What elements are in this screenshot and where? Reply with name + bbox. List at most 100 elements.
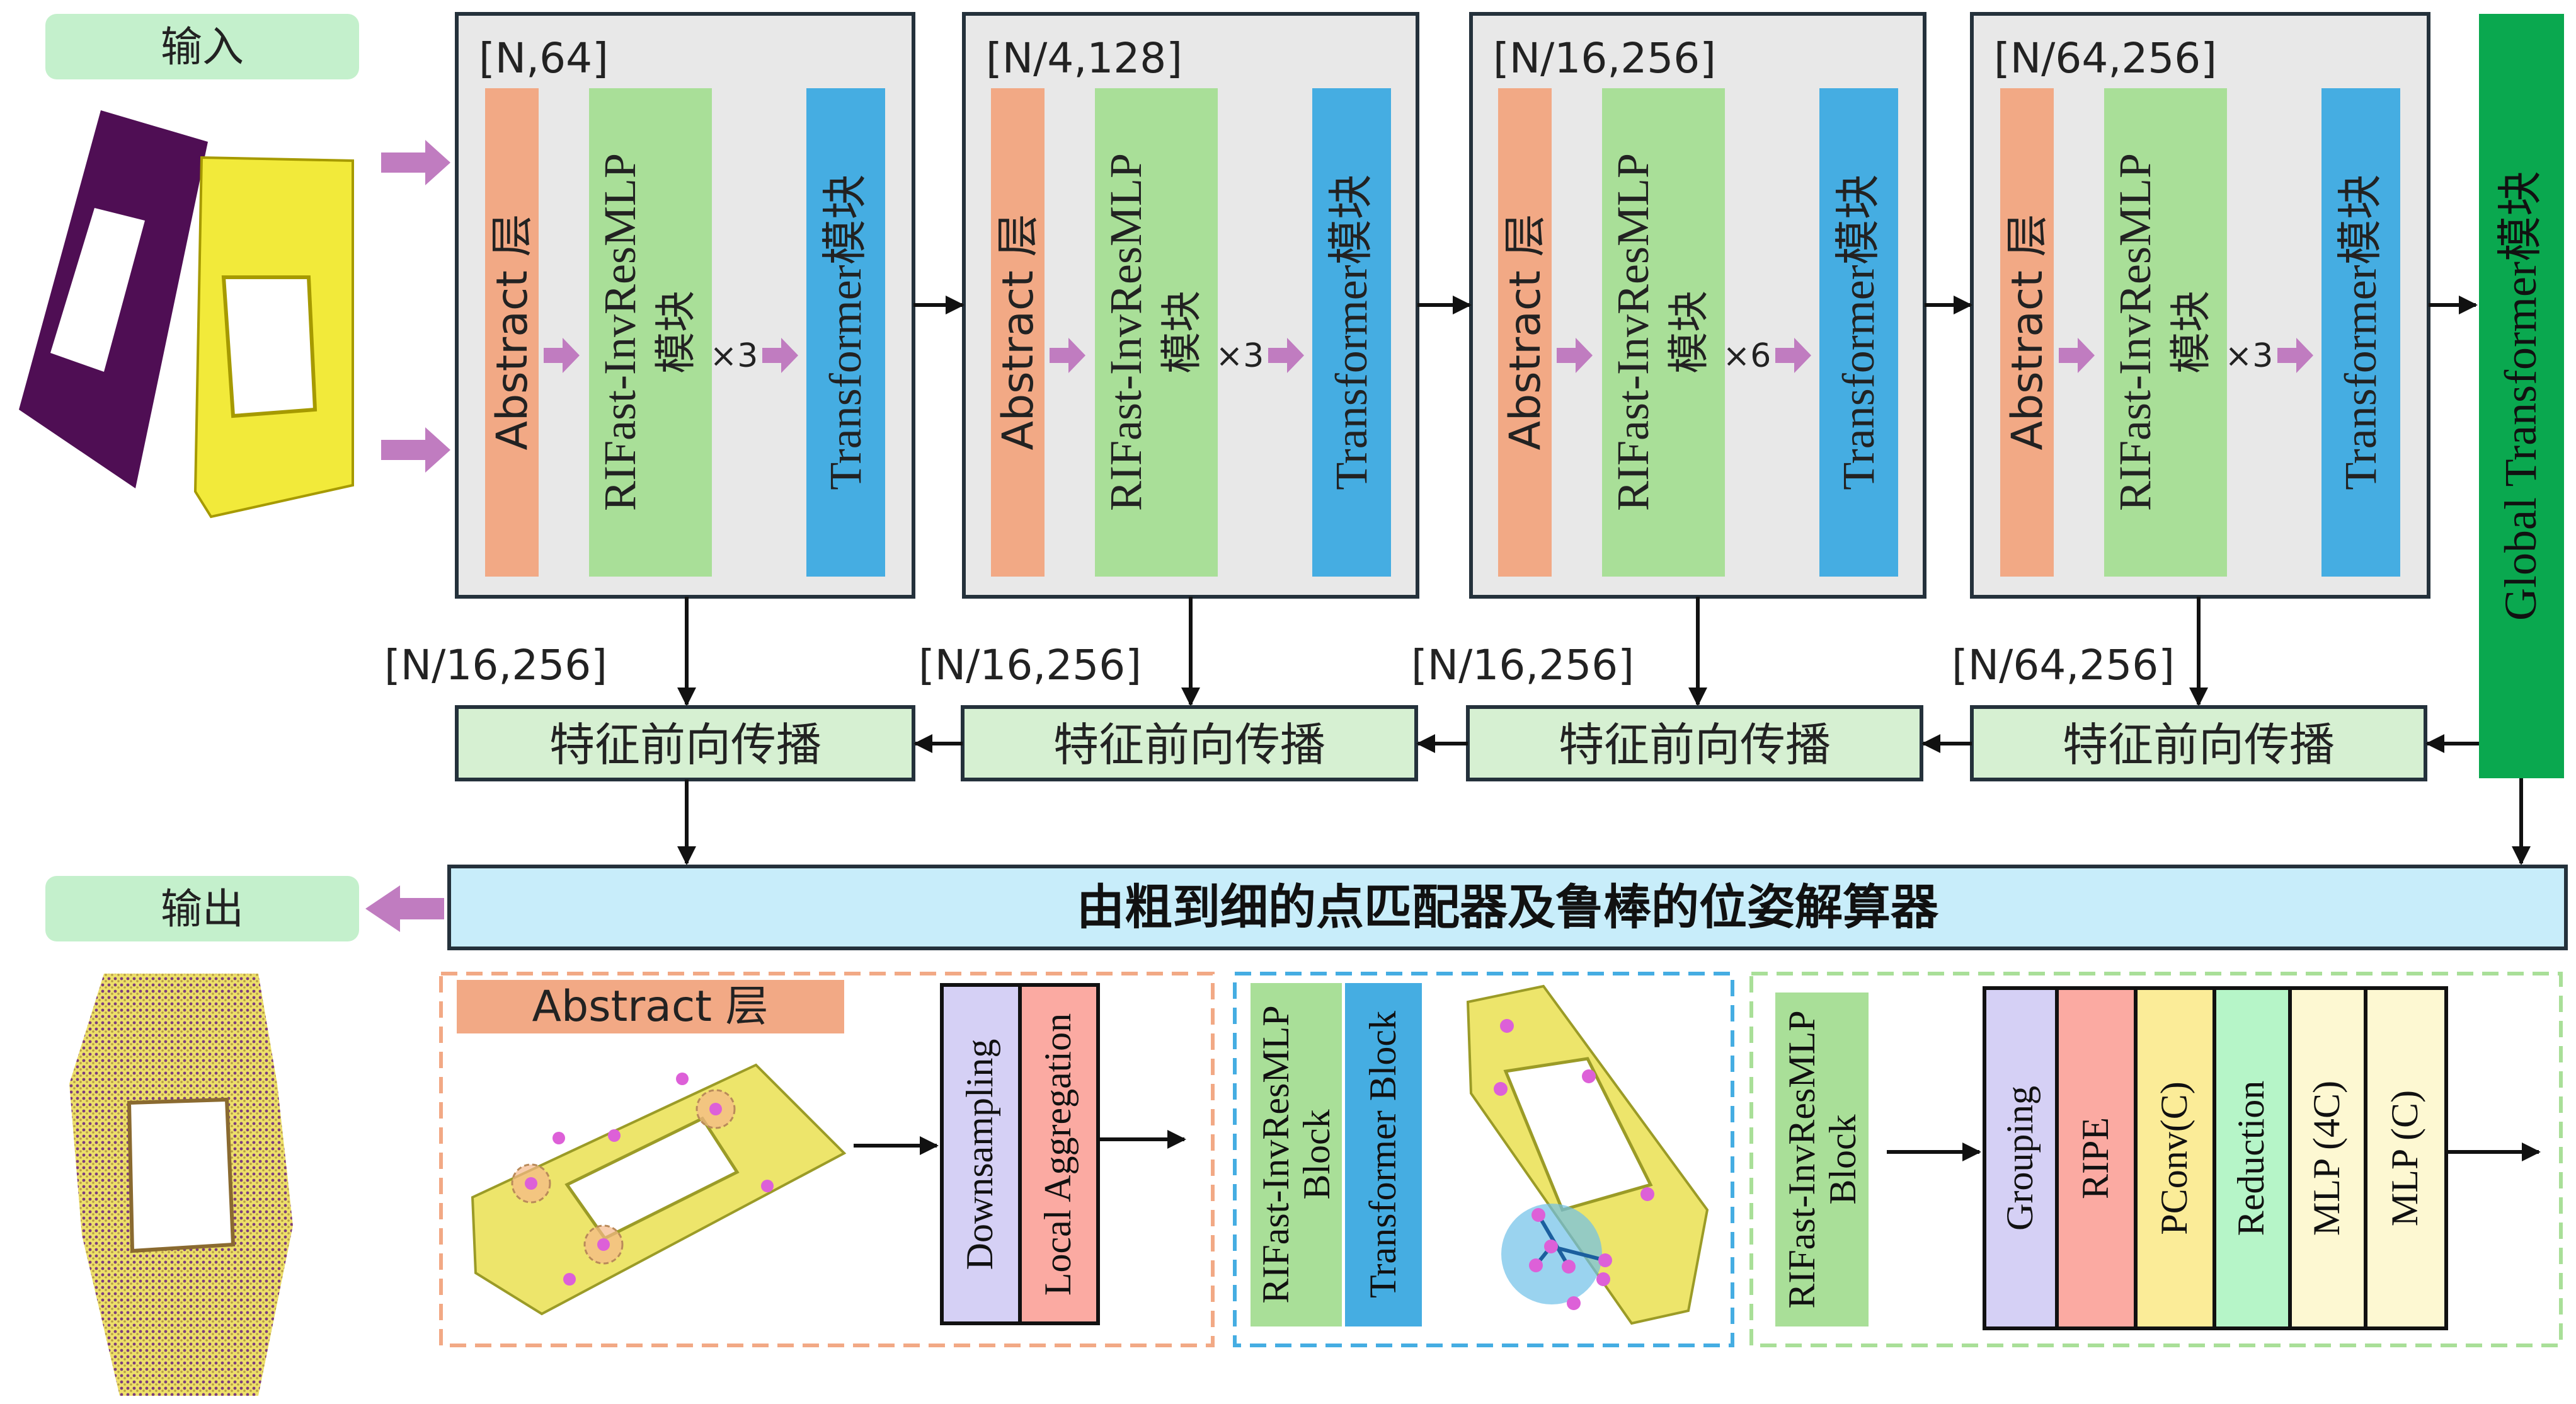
stage-arrow-a — [544, 338, 580, 373]
neighborhood-point-cloud-image — [1466, 984, 1709, 1325]
encoder-stage-2: [N/4,128] Abstract 层 RIFast-InvResMLP 模块… — [962, 12, 1419, 599]
abstract-point-cloud-image — [471, 1063, 847, 1316]
transformer-module-label: Transformer模块 — [820, 174, 871, 490]
rifast-module-sublabel: 模块 — [651, 291, 700, 374]
abstract-layer — [2000, 88, 2054, 577]
transformer-module — [1312, 88, 1391, 577]
feature-propagation-1 — [455, 705, 915, 781]
reduction-layer — [2212, 986, 2292, 1330]
matcher-solver-bar — [447, 865, 2568, 950]
detail-transformer-label: Transformer Block — [1362, 1011, 1404, 1298]
stage-arrow-b — [1775, 338, 1811, 373]
detail-rifast-label-2: Block — [1296, 1109, 1337, 1199]
mlp-c-layer — [2364, 986, 2448, 1330]
rifast-module — [1095, 88, 1218, 577]
global-transformer-module — [2479, 14, 2564, 778]
detail-abstract-title-box — [457, 980, 844, 1033]
transformer-module-label: Transformer模块 — [2335, 174, 2386, 490]
output-label: 输出 — [161, 885, 244, 933]
transformer-module — [806, 88, 885, 577]
rifast-block-summary — [1775, 993, 1869, 1326]
fp-dims-3: [N/16,256] — [1411, 641, 1634, 689]
rifast-module-sublabel: 模块 — [1157, 291, 1206, 374]
ripe-layer — [2055, 986, 2138, 1330]
mlp-4c-layer — [2288, 986, 2367, 1330]
rifast-module — [1602, 88, 1725, 577]
stage-dims: [N/16,256] — [1493, 34, 1716, 83]
fp-label: 特征前向传播 — [1053, 718, 1325, 771]
rifast-module — [589, 88, 712, 577]
rifast-module — [2104, 88, 2227, 577]
rifast-module-label: RIFast-InvResMLP — [1101, 153, 1151, 511]
fp-label: 特征前向传播 — [1559, 718, 1831, 771]
repeat-count: ×3 — [2225, 337, 2274, 375]
encoder-stage-3: [N/16,256] Abstract 层 RIFast-InvResMLP 模… — [1469, 12, 1926, 599]
detail-rifast-panel — [1749, 972, 2563, 1347]
input-label-box — [45, 14, 359, 79]
detail-rifast-block — [1251, 983, 1342, 1326]
repeat-count: ×6 — [1723, 337, 1772, 375]
stage-arrow-b — [2277, 338, 2313, 373]
mlp-4c-layer-label: MLP (4C) — [2306, 1081, 2347, 1236]
detail-blocks-panel — [1233, 972, 1734, 1347]
stage-dims: [N/4,128] — [986, 34, 1182, 83]
abstract-layer — [485, 88, 539, 577]
abstract-layer-label: Abstract 层 — [2003, 214, 2052, 450]
output-label-box — [45, 876, 359, 941]
stage-arrow-a — [1050, 338, 1085, 373]
abstract-layer — [991, 88, 1045, 577]
mlp-c-layer-label: MLP (C) — [2384, 1090, 2425, 1226]
local-aggregation-block — [1018, 983, 1100, 1325]
abstract-layer — [1498, 88, 1552, 577]
fp-label: 特征前向传播 — [549, 718, 821, 771]
global-transformer-label: Global Transformer模块 — [2495, 171, 2546, 621]
stage-arrow-a — [2059, 338, 2095, 373]
transformer-module-label: Transformer模块 — [1326, 174, 1377, 490]
fp-label: 特征前向传播 — [2063, 718, 2335, 771]
solver-label: 由粗到细的点匹配器及鲁棒的位姿解算器 — [1077, 879, 1939, 935]
fp-dims-2: [N/16,256] — [919, 641, 1142, 689]
downsampling-label: Downsampling — [959, 1039, 1000, 1270]
output-point-cloud-image — [69, 974, 293, 1396]
rifast-module-label: RIFast-InvResMLP — [595, 153, 645, 511]
feature-propagation-2 — [961, 705, 1418, 781]
rifast-block-summary-label-2: Block — [1822, 1114, 1863, 1204]
transformer-module — [1819, 88, 1898, 577]
grouping-layer — [1983, 986, 2059, 1330]
stage-dims: [N,64] — [479, 34, 609, 83]
input-arrow-bottom — [381, 427, 450, 473]
repeat-count: ×3 — [710, 337, 758, 375]
local-aggregation-label: Local Aggregation — [1037, 1013, 1079, 1296]
fp-dims-4: [N/64,256] — [1952, 641, 2175, 689]
repeat-count: ×3 — [1216, 337, 1264, 375]
fp-dims-1: [N/16,256] — [384, 641, 607, 689]
abstract-layer-label: Abstract 层 — [1501, 214, 1550, 450]
grouping-layer-label: Grouping — [1999, 1086, 2041, 1231]
detail-abstract-panel — [439, 972, 1215, 1347]
input-point-cloud-image — [19, 110, 354, 519]
transformer-module-label: Transformer模块 — [1833, 174, 1884, 490]
stage-arrow-a — [1557, 338, 1593, 373]
detail-transformer-block — [1345, 983, 1422, 1326]
pconv-layer-label: PConv(C) — [2153, 1081, 2195, 1234]
encoder-stage-1: [N,64] Abstract 层 RIFast-InvResMLP 模块 ×3… — [455, 12, 915, 599]
stage-arrow-b — [762, 338, 798, 373]
rifast-module-sublabel: 模块 — [1664, 291, 1713, 374]
rifast-module-label: RIFast-InvResMLP — [2110, 153, 2160, 511]
detail-abstract-title: Abstract 层 — [532, 982, 768, 1032]
encoder-stage-4: [N/64,256] Abstract 层 RIFast-InvResMLP 模… — [1970, 12, 2430, 599]
rifast-module-sublabel: 模块 — [2167, 291, 2215, 374]
ripe-layer-label: RIPE — [2075, 1117, 2116, 1199]
reduction-layer-label: Reduction — [2230, 1081, 2272, 1236]
input-arrow-top — [381, 140, 450, 185]
rifast-block-summary-label-1: RIFast-InvResMLP — [1781, 1010, 1823, 1308]
stage-arrow-b — [1268, 338, 1304, 373]
transformer-module — [2321, 88, 2400, 577]
rifast-module-label: RIFast-InvResMLP — [1608, 153, 1658, 511]
stage-dims: [N/64,256] — [1994, 34, 2217, 83]
input-label: 输入 — [161, 23, 244, 71]
abstract-layer-label: Abstract 层 — [993, 214, 1043, 450]
abstract-layer-label: Abstract 层 — [488, 214, 537, 450]
output-arrow — [365, 885, 444, 932]
